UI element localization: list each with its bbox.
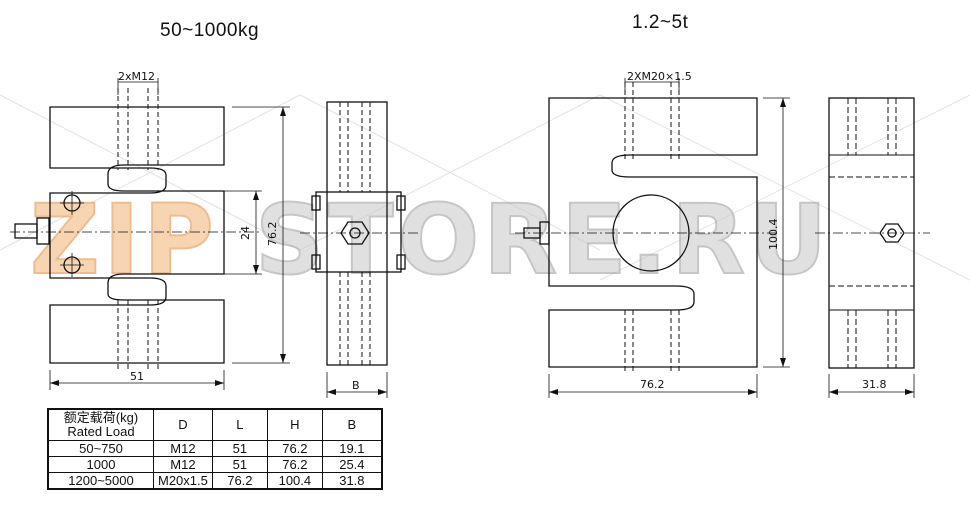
cell-l: 51 — [211, 456, 268, 473]
table-row: 1200~5000 M20x1.5 76.2 100.4 31.8 — [47, 472, 383, 490]
right-side-view — [815, 97, 930, 369]
svg-text:ZIP: ZIP — [30, 184, 218, 296]
table-header-row: 额定载荷(kg) Rated Load D L H B — [47, 408, 383, 441]
dim-left-width: 51 — [130, 370, 144, 383]
dim-left-height-inner: 24 — [239, 226, 252, 240]
title-right: 1.2~5t — [632, 12, 689, 33]
cell-l: 51 — [211, 440, 268, 457]
cell-l: 76.2 — [211, 472, 268, 490]
dim-left-height-outer: 76.2 — [266, 222, 279, 247]
cell-d: M12 — [153, 440, 213, 457]
cell-d: M20x1.5 — [153, 472, 213, 490]
cell-b: 19.1 — [321, 440, 383, 457]
spec-table: 额定载荷(kg) Rated Load D L H B 50~750 M12 5… — [47, 408, 383, 490]
right-front-view — [515, 82, 780, 372]
header-rated-load-cn: 额定载荷(kg) — [63, 410, 139, 425]
left-front-view — [10, 88, 260, 370]
cell-b: 31.8 — [321, 472, 383, 490]
cell-h: 76.2 — [266, 440, 323, 457]
dim-right-height: 100.4 — [767, 219, 780, 251]
header-l: L — [211, 408, 268, 441]
cell-b: 25.4 — [321, 456, 383, 473]
header-d: D — [153, 408, 213, 441]
table-row: 1000 M12 51 76.2 25.4 — [47, 456, 383, 473]
table-row: 50~750 M12 51 76.2 19.1 — [47, 440, 383, 457]
cell-h: 100.4 — [266, 472, 323, 490]
left-side-view — [300, 101, 420, 366]
watermark: ZIP STORE.RU — [29, 183, 831, 297]
svg-text:STORE.RU: STORE.RU — [255, 184, 831, 296]
dim-left-side-width: B — [352, 379, 360, 392]
dim-right-thread: 2XM20×1.5 — [627, 70, 692, 83]
header-b: B — [321, 408, 383, 441]
cell-rated-load: 50~750 — [47, 440, 154, 457]
header-h: H — [266, 408, 323, 441]
cell-rated-load: 1200~5000 — [47, 472, 154, 490]
header-rated-load: 额定载荷(kg) Rated Load — [47, 408, 154, 441]
cell-rated-load: 1000 — [47, 456, 154, 473]
cell-d: M12 — [153, 456, 213, 473]
dim-left-thread: 2xM12 — [118, 70, 155, 83]
title-left: 50~1000kg — [160, 20, 260, 41]
header-rated-load-en: Rated Load — [67, 424, 135, 439]
dim-right-side-width: 31.8 — [862, 378, 887, 391]
cell-h: 76.2 — [266, 456, 323, 473]
dim-right-width: 76.2 — [640, 378, 665, 391]
